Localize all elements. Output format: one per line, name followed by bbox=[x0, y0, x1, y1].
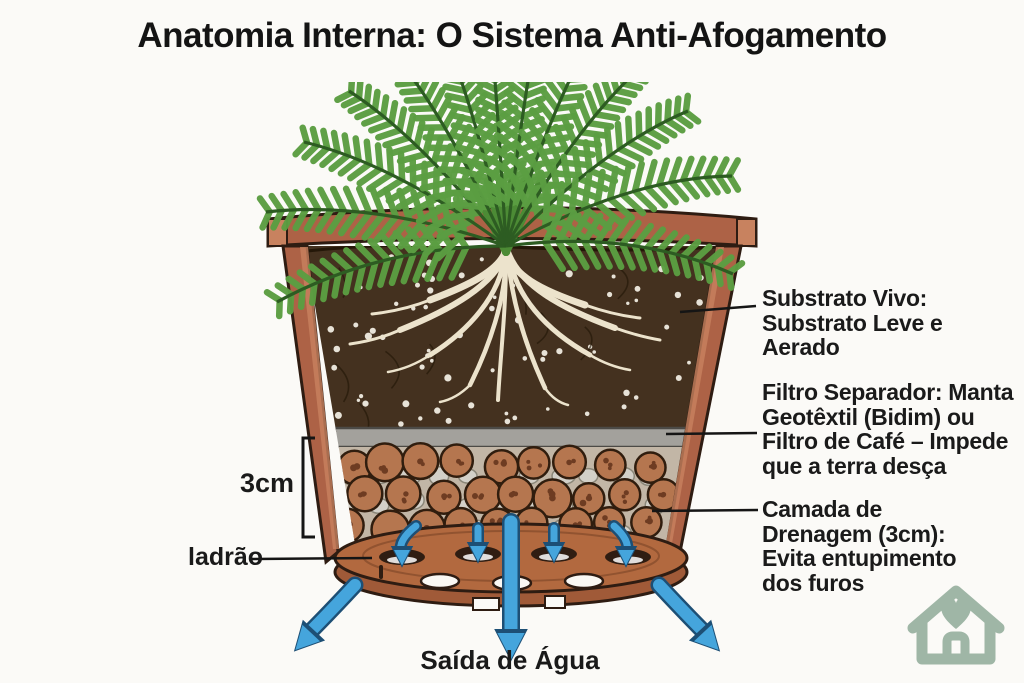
callout-substrato-line2: Substrato Leve e Aerado bbox=[762, 309, 943, 361]
filter-layer bbox=[305, 426, 719, 449]
overflow-label: ladrão bbox=[188, 543, 264, 571]
callout-substrato-line1: Substrato Vivo: bbox=[762, 285, 928, 311]
callout-camada: Camada de Drenagem (3cm): Evita entupime… bbox=[762, 497, 1024, 595]
leader-filtro bbox=[665, 431, 758, 436]
callout-filtro-line3: Filtro de Café – Impede bbox=[762, 428, 1009, 455]
callout-camada-line1: Camada de bbox=[762, 496, 883, 522]
depth-bracket bbox=[301, 436, 315, 539]
callout-filtro-line4: que a terra desça bbox=[762, 452, 947, 479]
page-title: Anatomia Interna: O Sistema Anti-Afogame… bbox=[137, 16, 887, 55]
depth-measure-label: 3cm bbox=[240, 468, 295, 498]
callout-camada-line2: Drenagem (3cm): bbox=[762, 520, 946, 547]
leader-camada bbox=[651, 508, 759, 513]
callout-filtro-line2: Geotêxtil (Bidim) ou bbox=[762, 403, 975, 430]
leader-ladrao bbox=[249, 556, 373, 561]
callout-filtro-line1: Filtro Separador: Manta bbox=[762, 379, 1014, 405]
callout-camada-line4: dos furos bbox=[762, 569, 865, 596]
leader-lines bbox=[249, 304, 759, 561]
water-outlet-arrows bbox=[293, 513, 721, 662]
house-heart-icon bbox=[907, 585, 1005, 665]
callout-filtro: Filtro Separador: Manta Geotêxtil (Bidim… bbox=[762, 380, 1024, 478]
callout-camada-line3: Evita entupimento bbox=[762, 545, 957, 572]
leader-substrato bbox=[679, 304, 757, 314]
callout-substrato: Substrato Vivo: Substrato Leve e Aerado bbox=[762, 286, 1024, 360]
pot-walls bbox=[281, 244, 743, 565]
pot-interior bbox=[305, 246, 719, 550]
water-flow-arrows bbox=[390, 520, 638, 568]
fern-plant bbox=[256, 82, 746, 320]
overflow-hole bbox=[379, 565, 383, 579]
water-outlet-label: Saída de Água bbox=[420, 645, 600, 675]
